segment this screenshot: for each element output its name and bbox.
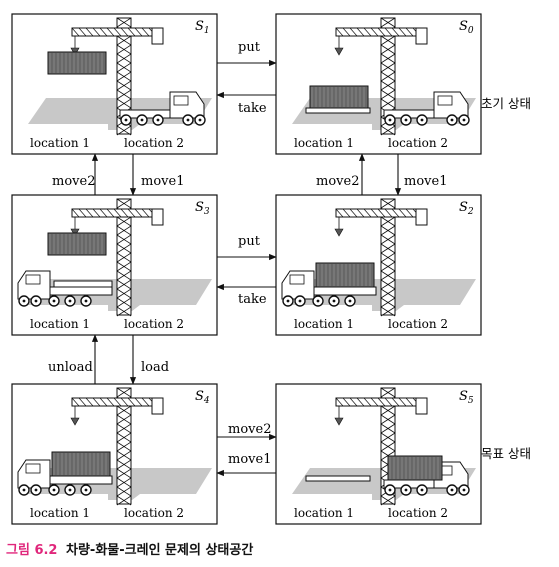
location-2-label: location 2 (124, 506, 184, 520)
action-move2-right: move2 (316, 174, 359, 189)
action-load: load (141, 360, 169, 375)
location-2-label: location 2 (124, 136, 184, 150)
state-subscript-s5: 5 (468, 396, 474, 406)
location-1-label: location 1 (30, 317, 90, 331)
initial-state-label: 초기 상태 (481, 96, 531, 111)
action-take-mid: take (238, 292, 267, 307)
location-1-label: location 1 (30, 506, 90, 520)
action-unload: unload (48, 360, 93, 375)
location-1-label: location 1 (294, 506, 354, 520)
location-1-label: location 1 (294, 136, 354, 150)
transition-arrows (91, 59, 402, 477)
state-subscript-s3: 3 (204, 207, 210, 217)
location-1-label: location 1 (294, 317, 354, 331)
location-2-label: location 2 (388, 506, 448, 520)
action-move1-left: move1 (141, 174, 184, 189)
action-take-top: take (238, 101, 267, 116)
location-2-label: location 2 (124, 317, 184, 331)
location-2-label: location 2 (388, 317, 448, 331)
goal-state-label: 목표 상태 (481, 446, 531, 461)
state-subscript-s1: 1 (204, 26, 210, 36)
action-move1-bottom: move1 (228, 452, 271, 467)
action-put-top: put (238, 40, 261, 55)
location-2-label: location 2 (388, 136, 448, 150)
action-move2-left: move2 (52, 174, 95, 189)
figure-number: 그림 6.2 (6, 543, 58, 558)
action-move2-bottom: move2 (228, 422, 271, 437)
figure-title: 차량-화물-크레인 문제의 상태공간 (66, 543, 254, 558)
location-1-label: location 1 (30, 136, 90, 150)
action-put-mid: put (238, 234, 261, 249)
action-move1-right: move1 (404, 174, 447, 189)
state-subscript-s2: 2 (467, 207, 474, 217)
state-subscript-s0: 0 (468, 26, 474, 36)
figure-caption: 그림 6.2 차량-화물-크레인 문제의 상태공간 (6, 539, 253, 558)
state-subscript-s4: 4 (203, 396, 210, 406)
